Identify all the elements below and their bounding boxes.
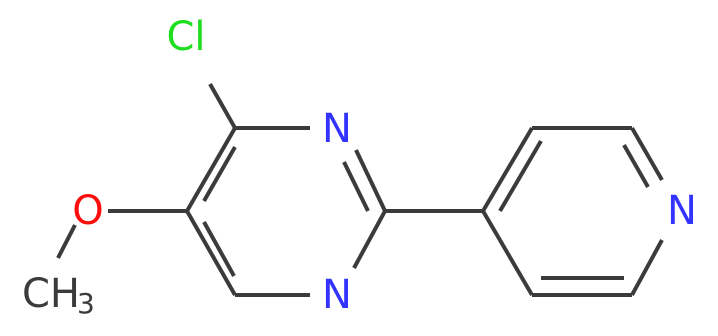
methyl-label: CH xyxy=(22,271,80,317)
bond-group xyxy=(56,83,664,297)
oxygen-atom-label: O xyxy=(72,188,103,234)
methyl-subscript: 3 xyxy=(77,287,95,320)
bond-c5-c4-inner xyxy=(202,146,237,202)
bond-n3-c2 xyxy=(354,149,387,212)
bond-pyr-1 xyxy=(481,126,534,213)
nitrogen-atom-label-top: N xyxy=(322,106,352,152)
bond-pyr-6 xyxy=(481,209,534,297)
bond-n3-c2-inner xyxy=(342,161,370,212)
nitrogen-atom-label-bottom: N xyxy=(322,272,352,318)
chlorine-atom-label: Cl xyxy=(166,14,205,60)
bond-o-ch3 xyxy=(56,224,77,259)
bond-c2-n1 xyxy=(352,210,387,269)
bond-pyr-3 xyxy=(630,127,664,181)
bond-pyr-1-inner xyxy=(498,139,543,213)
bond-c4-cl xyxy=(208,83,237,129)
pyridine-nitrogen-label: N xyxy=(667,188,697,234)
bond-c5-c4 xyxy=(185,126,237,213)
bond-pyr-3-inner xyxy=(622,144,650,188)
bond-c6-c5-inner xyxy=(202,221,236,277)
bond-pyr-4 xyxy=(630,239,664,296)
bond-c6-c5 xyxy=(185,210,237,296)
